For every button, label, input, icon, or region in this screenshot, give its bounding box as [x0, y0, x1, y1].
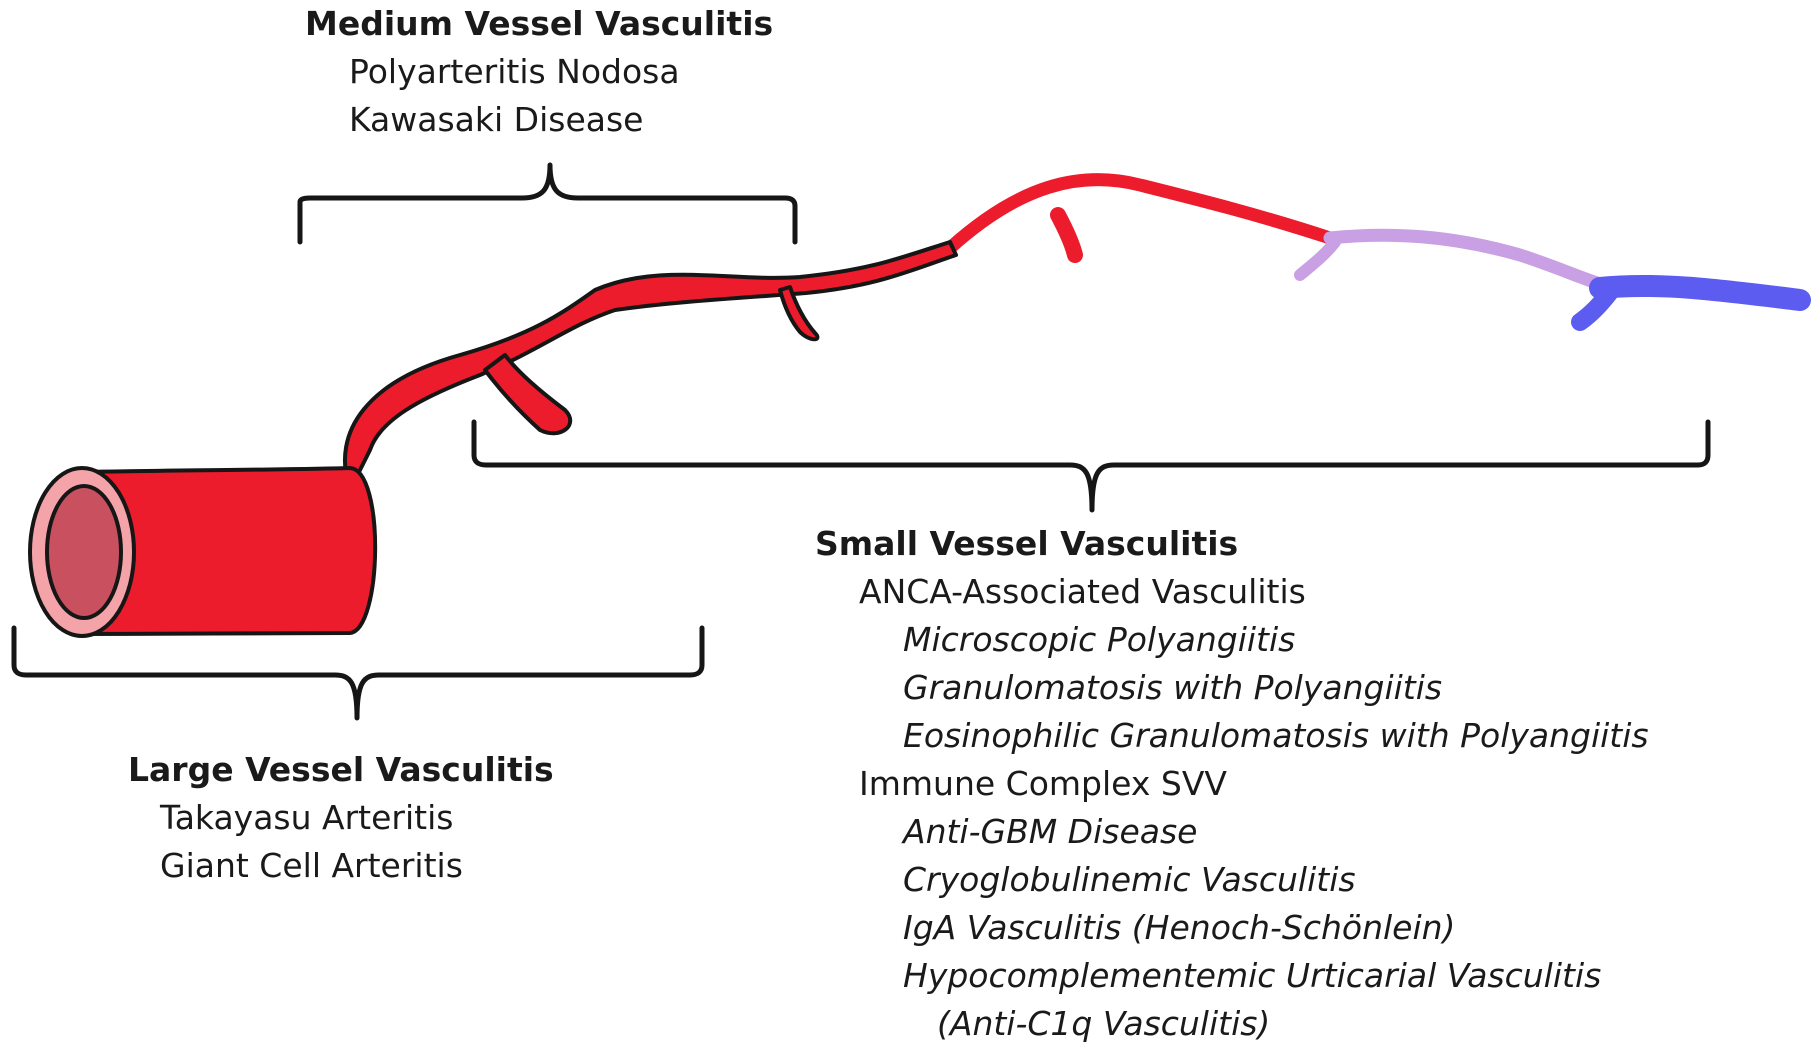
medium-vessel-labels: Medium Vessel Vasculitis Polyarteritis N…: [305, 0, 773, 144]
immune-item-4: (Anti-C1q Vasculitis): [815, 1000, 1649, 1048]
large-vessel-title: Large Vessel Vasculitis: [128, 746, 554, 794]
side-branch-arteriole: [1300, 242, 1335, 275]
anca-item-2: Eosinophilic Granulomatosis with Polyang…: [815, 712, 1649, 760]
anca-item-1: Granulomatosis with Polyangiitis: [815, 664, 1649, 712]
anca-label: ANCA-Associated Vasculitis: [815, 568, 1649, 616]
small-artery-segment: [950, 180, 1330, 248]
small-vessel-title: Small Vessel Vasculitis: [815, 520, 1649, 568]
arteriole-segment: [1330, 235, 1610, 287]
large-artery-lumen: [47, 486, 121, 618]
venule-segment: [1600, 286, 1800, 300]
large-bracket: [14, 628, 702, 718]
side-branch-small-artery: [1058, 215, 1075, 255]
small-vessel-labels: Small Vessel Vasculitis ANCA-Associated …: [815, 520, 1649, 1048]
immune-item-1: Cryoglobulinemic Vasculitis: [815, 856, 1649, 904]
immune-complex-label: Immune Complex SVV: [815, 760, 1649, 808]
large-item-0: Takayasu Arteritis: [128, 794, 554, 842]
medium-branch-lower: [485, 355, 570, 433]
medium-artery-body: [345, 242, 956, 490]
side-branch-venule: [1580, 292, 1610, 322]
large-vessel-labels: Large Vessel Vasculitis Takayasu Arterit…: [128, 746, 554, 890]
small-bracket: [474, 422, 1708, 510]
medium-item-1: Kawasaki Disease: [305, 96, 773, 144]
medium-item-0: Polyarteritis Nodosa: [305, 48, 773, 96]
anca-item-0: Microscopic Polyangiitis: [815, 616, 1649, 664]
medium-vessel-title: Medium Vessel Vasculitis: [305, 0, 773, 48]
medium-bracket: [300, 165, 795, 242]
large-item-1: Giant Cell Arteritis: [128, 842, 554, 890]
immune-item-2: IgA Vasculitis (Henoch-Schönlein): [815, 904, 1649, 952]
immune-item-3: Hypocomplementemic Urticarial Vasculitis: [815, 952, 1649, 1000]
immune-item-0: Anti-GBM Disease: [815, 808, 1649, 856]
